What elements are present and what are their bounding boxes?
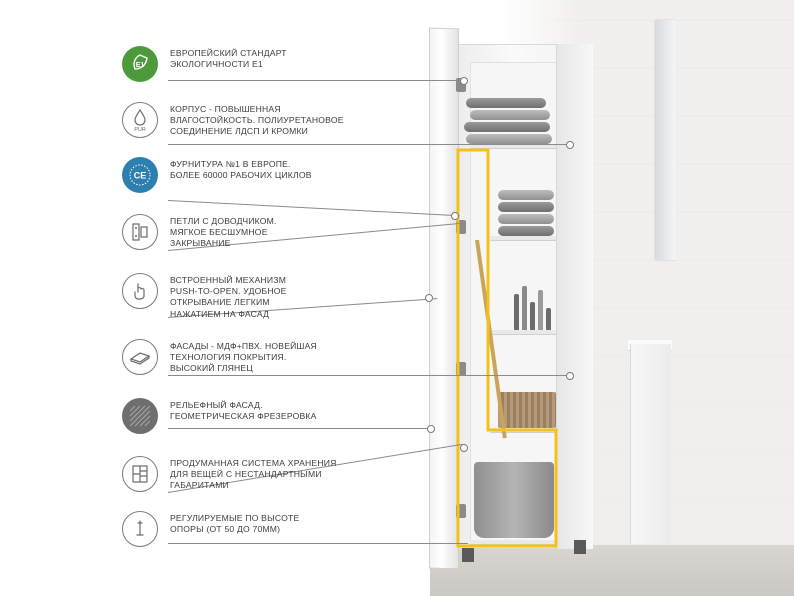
feature-text: ФУРНИТУРА №1 В ЕВРОПЕ. БОЛЕЕ 60000 РАБОЧ… — [170, 159, 312, 181]
glossy-panel-icon — [122, 339, 158, 375]
ce-mark-icon: CE — [122, 157, 158, 193]
toiletries — [512, 282, 554, 330]
feature-text: ПРОДУМАННАЯ СИСТЕМА ХРАНЕНИЯ ДЛЯ ВЕЩЕЙ С… — [170, 458, 337, 491]
leader-dot — [566, 141, 574, 149]
eco-e1-leaf-icon: E1 — [122, 46, 158, 82]
leader-dot — [425, 294, 433, 302]
textured-facade-icon — [122, 398, 158, 434]
cabinet-side-panel — [556, 44, 593, 549]
towel — [498, 214, 554, 224]
feature-text: ВСТРОЕННЫЙ МЕХАНИЗМ PUSH-TO-OPEN. УДОБНО… — [170, 275, 287, 319]
hand-push-icon — [122, 273, 158, 309]
towel — [466, 98, 546, 108]
towel — [464, 122, 550, 132]
hinge-icon — [122, 214, 158, 250]
storage-shelves-icon — [122, 456, 158, 492]
leader-dot — [566, 372, 574, 380]
svg-text:PUR: PUR — [134, 127, 146, 133]
hinge — [456, 362, 466, 376]
leader-line — [168, 80, 463, 81]
towel — [470, 110, 550, 120]
floor — [430, 545, 794, 596]
leader-dot — [427, 425, 435, 433]
cabinet-leg — [574, 540, 586, 554]
hinge — [456, 504, 466, 518]
feature-text: КОРПУС - ПОВЫШЕННАЯ ВЛАГОСТОЙКОСТЬ. ПОЛИ… — [170, 104, 344, 137]
leader-line — [167, 200, 460, 217]
hinge — [456, 78, 466, 92]
feature-text: ФАСАДЫ - МДФ+ПВХ. НОВЕЙШАЯ ТЕХНОЛОГИЯ ПО… — [170, 341, 317, 374]
shelf — [470, 144, 556, 149]
bucket — [474, 462, 554, 538]
feature-text: ЕВРОПЕЙСКИЙ СТАНДАРТ ЭКОЛОГИЧНОСТИ E1 — [170, 48, 287, 70]
leader-line — [168, 428, 430, 429]
svg-text:E1: E1 — [136, 62, 145, 69]
mirror-cabinet — [656, 20, 676, 260]
feature-text: РЕЛЬЕФНЫЙ ФАСАД. ГЕОМЕТРИЧЕСКАЯ ФРЕЗЕРОВ… — [170, 400, 317, 422]
towel — [498, 226, 554, 236]
leader-dot — [460, 444, 468, 452]
leader-line — [168, 543, 468, 544]
towel — [498, 202, 554, 212]
shelf — [490, 236, 556, 241]
svg-text:CE: CE — [134, 171, 147, 181]
wicker-basket — [498, 392, 556, 428]
storage-zone-path — [456, 148, 558, 548]
towel — [466, 134, 552, 144]
leader-dot — [451, 212, 459, 220]
pur-drop-icon: PUR — [122, 102, 158, 138]
leader-dot — [460, 77, 468, 85]
leader-line — [168, 375, 573, 376]
feature-text: ПЕТЛИ С ДОВОДЧИКОМ. МЯГКОЕ БЕСШУМНОЕ ЗАК… — [170, 216, 277, 249]
sink-cabinet — [630, 344, 671, 544]
leader-line — [168, 144, 568, 145]
shelf — [490, 330, 556, 335]
feature-text: РЕГУЛИРУЕМЫЕ ПО ВЫСОТЕ ОПОРЫ (от 50 до 7… — [170, 513, 300, 535]
cabinet-leg — [462, 548, 474, 562]
adjustable-leg-icon — [122, 511, 158, 547]
towel — [498, 190, 554, 200]
hinge — [456, 220, 466, 234]
